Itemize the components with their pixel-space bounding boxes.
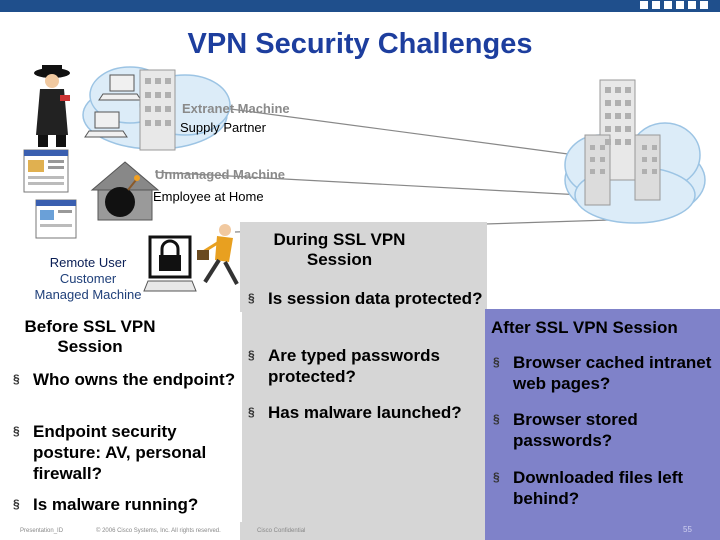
bullet-marker-icon: §	[248, 348, 255, 362]
during-session-box: During SSL VPN Session § Is session data…	[240, 222, 487, 540]
decorative-square	[652, 1, 660, 9]
before-session-section: Before SSL VPN Session § Who owns the en…	[0, 312, 242, 522]
employee-at-home-label: Employee at Home	[153, 189, 264, 204]
remote-user-label-group: Remote User Customer Managed Machine	[18, 255, 158, 303]
bullet-marker-icon: §	[493, 355, 500, 369]
before-bullet-1: § Who owns the endpoint?	[13, 370, 236, 389]
after-session-heading: After SSL VPN Session	[491, 318, 678, 337]
bullet-marker-icon: §	[13, 372, 20, 386]
decorative-square	[676, 1, 684, 9]
decorative-square	[640, 1, 648, 9]
supply-partner-label: Supply Partner	[180, 120, 266, 135]
building-icon	[139, 69, 176, 151]
before-session-heading: Before SSL VPN Session	[24, 317, 156, 356]
corporate-network-cloud-icon	[564, 79, 706, 224]
after-session-box: After SSL VPN Session § Browser cached i…	[485, 309, 720, 540]
locked-laptop-icon	[143, 235, 197, 292]
page-number: 55	[683, 525, 692, 534]
hacker-spy-icon	[34, 65, 70, 147]
footer-copyright: © 2006 Cisco Systems, Inc. All rights re…	[96, 528, 221, 534]
after-bullet-2: § Browser stored passwords?	[493, 410, 638, 450]
before-bullet-2: § Endpoint security posture: AV, persona…	[13, 422, 207, 483]
during-bullet-1: § Is session data protected?	[248, 289, 483, 308]
bullet-marker-icon: §	[493, 470, 500, 484]
bullet-marker-icon: §	[13, 424, 20, 438]
laptop-icon	[84, 111, 128, 138]
browser-window-icon	[23, 149, 69, 193]
extranet-machine-label: Extranet Machine	[182, 101, 290, 116]
footer-presentation-id: Presentation_ID	[20, 528, 64, 534]
building-icon	[584, 79, 661, 206]
during-bullet-2: § Are typed passwords protected?	[248, 346, 440, 386]
decorative-square	[664, 1, 672, 9]
during-bullet-3: § Has malware launched?	[248, 403, 462, 422]
bullet-marker-icon: §	[13, 497, 20, 511]
after-bullet-3: § Downloaded files left behind?	[493, 468, 684, 508]
during-session-heading: During SSL VPN Session	[273, 230, 406, 269]
slide-title: VPN Security Challenges	[187, 28, 533, 60]
laptop-icon	[98, 74, 142, 101]
decorative-square	[688, 1, 696, 9]
remote-user-label: Remote User	[49, 255, 127, 270]
bullet-marker-icon: §	[248, 405, 255, 419]
customer-label: Customer	[59, 271, 117, 286]
footer-confidential: Cisco Confidential	[257, 528, 306, 534]
before-bullet-3: § Is malware running?	[13, 495, 199, 514]
after-bullet-1: § Browser cached intranet web pages?	[493, 353, 712, 393]
bullet-marker-icon: §	[493, 412, 500, 426]
browser-window-icon	[35, 199, 77, 239]
home-malware-bomb-icon	[90, 161, 160, 221]
managed-machine-label: Managed Machine	[34, 287, 142, 302]
running-person-icon	[197, 224, 239, 285]
decorative-square	[700, 1, 708, 9]
unmanaged-machine-label: Unmanaged Machine	[155, 167, 286, 182]
extranet-cloud-icon	[82, 66, 231, 151]
top-bar	[0, 0, 720, 12]
bullet-marker-icon: §	[248, 291, 255, 305]
